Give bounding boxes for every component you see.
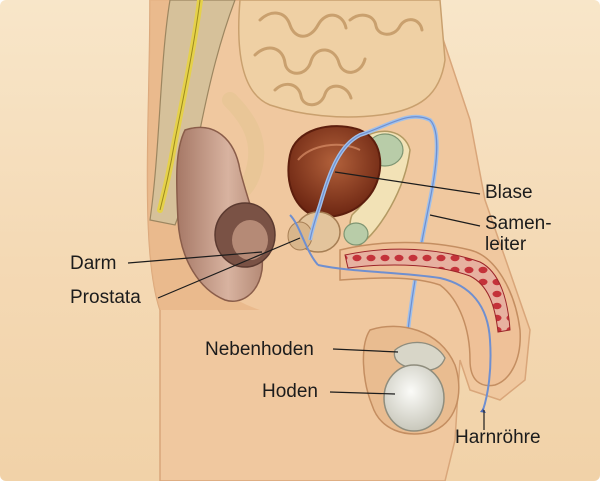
- label-darm: Darm: [70, 253, 117, 274]
- label-samenleiter-line2: leiter: [485, 233, 527, 255]
- label-samenleiter: Samen- leiter: [485, 213, 552, 256]
- urethra: [317, 264, 492, 411]
- label-blase: Blase: [485, 182, 533, 203]
- corpus-spongiosum: [344, 248, 511, 333]
- testis: [383, 364, 445, 432]
- label-samenleiter-line1: Samen-: [485, 213, 552, 234]
- epididymis: [393, 341, 446, 371]
- label-harnroehre: Harnröhre: [455, 427, 541, 448]
- label-prostata: Prostata: [70, 287, 141, 308]
- label-nebenhoden: Nebenhoden: [205, 339, 314, 360]
- label-hoden: Hoden: [262, 381, 318, 402]
